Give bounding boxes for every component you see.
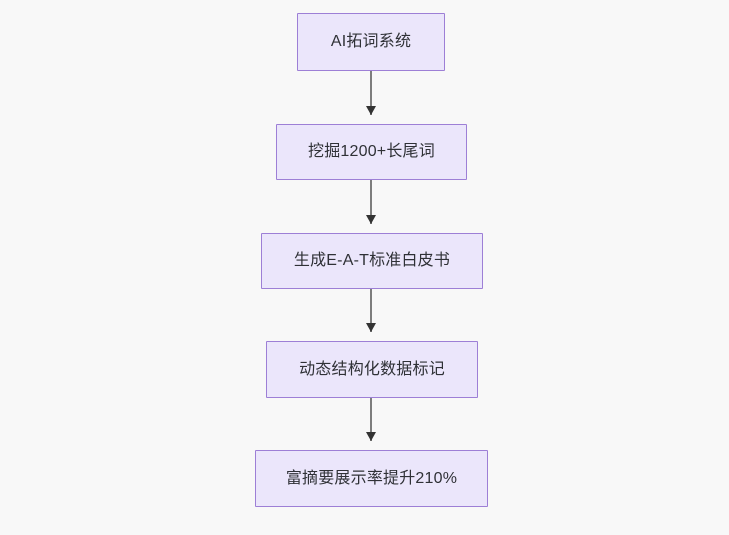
flow-arrowhead-3 — [365, 323, 376, 332]
flow-node-generate-eat-whitepaper[interactable]: 生成E-A-T标准白皮书 — [261, 233, 483, 289]
flow-edge-1 — [370, 71, 372, 115]
flow-node-ai-keyword-system[interactable]: AI拓词系统 — [297, 13, 445, 71]
flow-edge-3 — [370, 289, 372, 332]
flow-node-label: 动态结构化数据标记 — [299, 360, 445, 378]
flow-arrowhead-2 — [365, 215, 376, 224]
flow-arrowhead-1 — [365, 106, 376, 115]
flow-node-label: AI拓词系统 — [330, 33, 412, 50]
flow-node-rich-snippet-impression-uplift[interactable]: 富摘要展示率提升210% — [255, 450, 488, 507]
flow-edge-4 — [370, 398, 372, 441]
flow-node-label: 挖掘1200+长尾词 — [308, 143, 435, 160]
flow-node-label: 生成E-A-T标准白皮书 — [293, 252, 451, 269]
flow-edge-2 — [370, 180, 372, 224]
flow-node-mine-longtail-keywords[interactable]: 挖掘1200+长尾词 — [276, 124, 467, 180]
flow-node-label: 富摘要展示率提升210% — [285, 469, 458, 487]
flow-node-dynamic-structured-data-markup[interactable]: 动态结构化数据标记 — [266, 341, 478, 398]
flow-arrowhead-4 — [365, 432, 376, 441]
